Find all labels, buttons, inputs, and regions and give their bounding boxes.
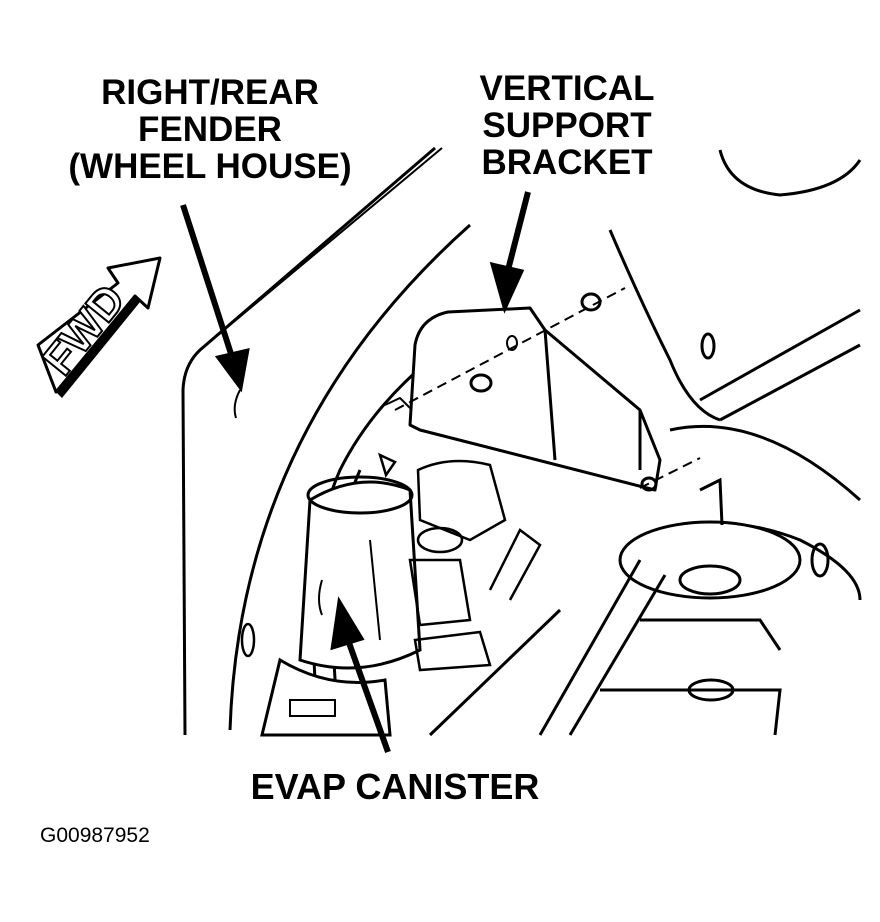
bracket-label-line-3: BRACKET [481, 142, 653, 182]
leader-arrows [180, 191, 531, 754]
bracket-label-line-2: SUPPORT [482, 105, 652, 145]
evap-canister [260, 475, 422, 737]
fender-label-line-2: FENDER [138, 109, 282, 149]
fender-label: RIGHT/REAR FENDER (WHEEL HOUSE) [55, 73, 365, 186]
bracket-label-line-1: VERTICAL [479, 69, 655, 108]
rear-suspension-structure [428, 149, 862, 737]
figure-id: G00987952 [40, 824, 150, 847]
vertical-support-bracket [384, 287, 701, 492]
fwd-arrow: FWD [33, 256, 162, 398]
fender-label-line-1: RIGHT/REAR [101, 73, 319, 112]
bracket-label: VERTICAL SUPPORT BRACKET [462, 69, 672, 182]
fender-label-line-3: (WHEEL HOUSE) [68, 146, 352, 186]
canister-mount-hardware [378, 452, 542, 672]
evap-canister-label: EVAP CANISTER [250, 766, 540, 807]
